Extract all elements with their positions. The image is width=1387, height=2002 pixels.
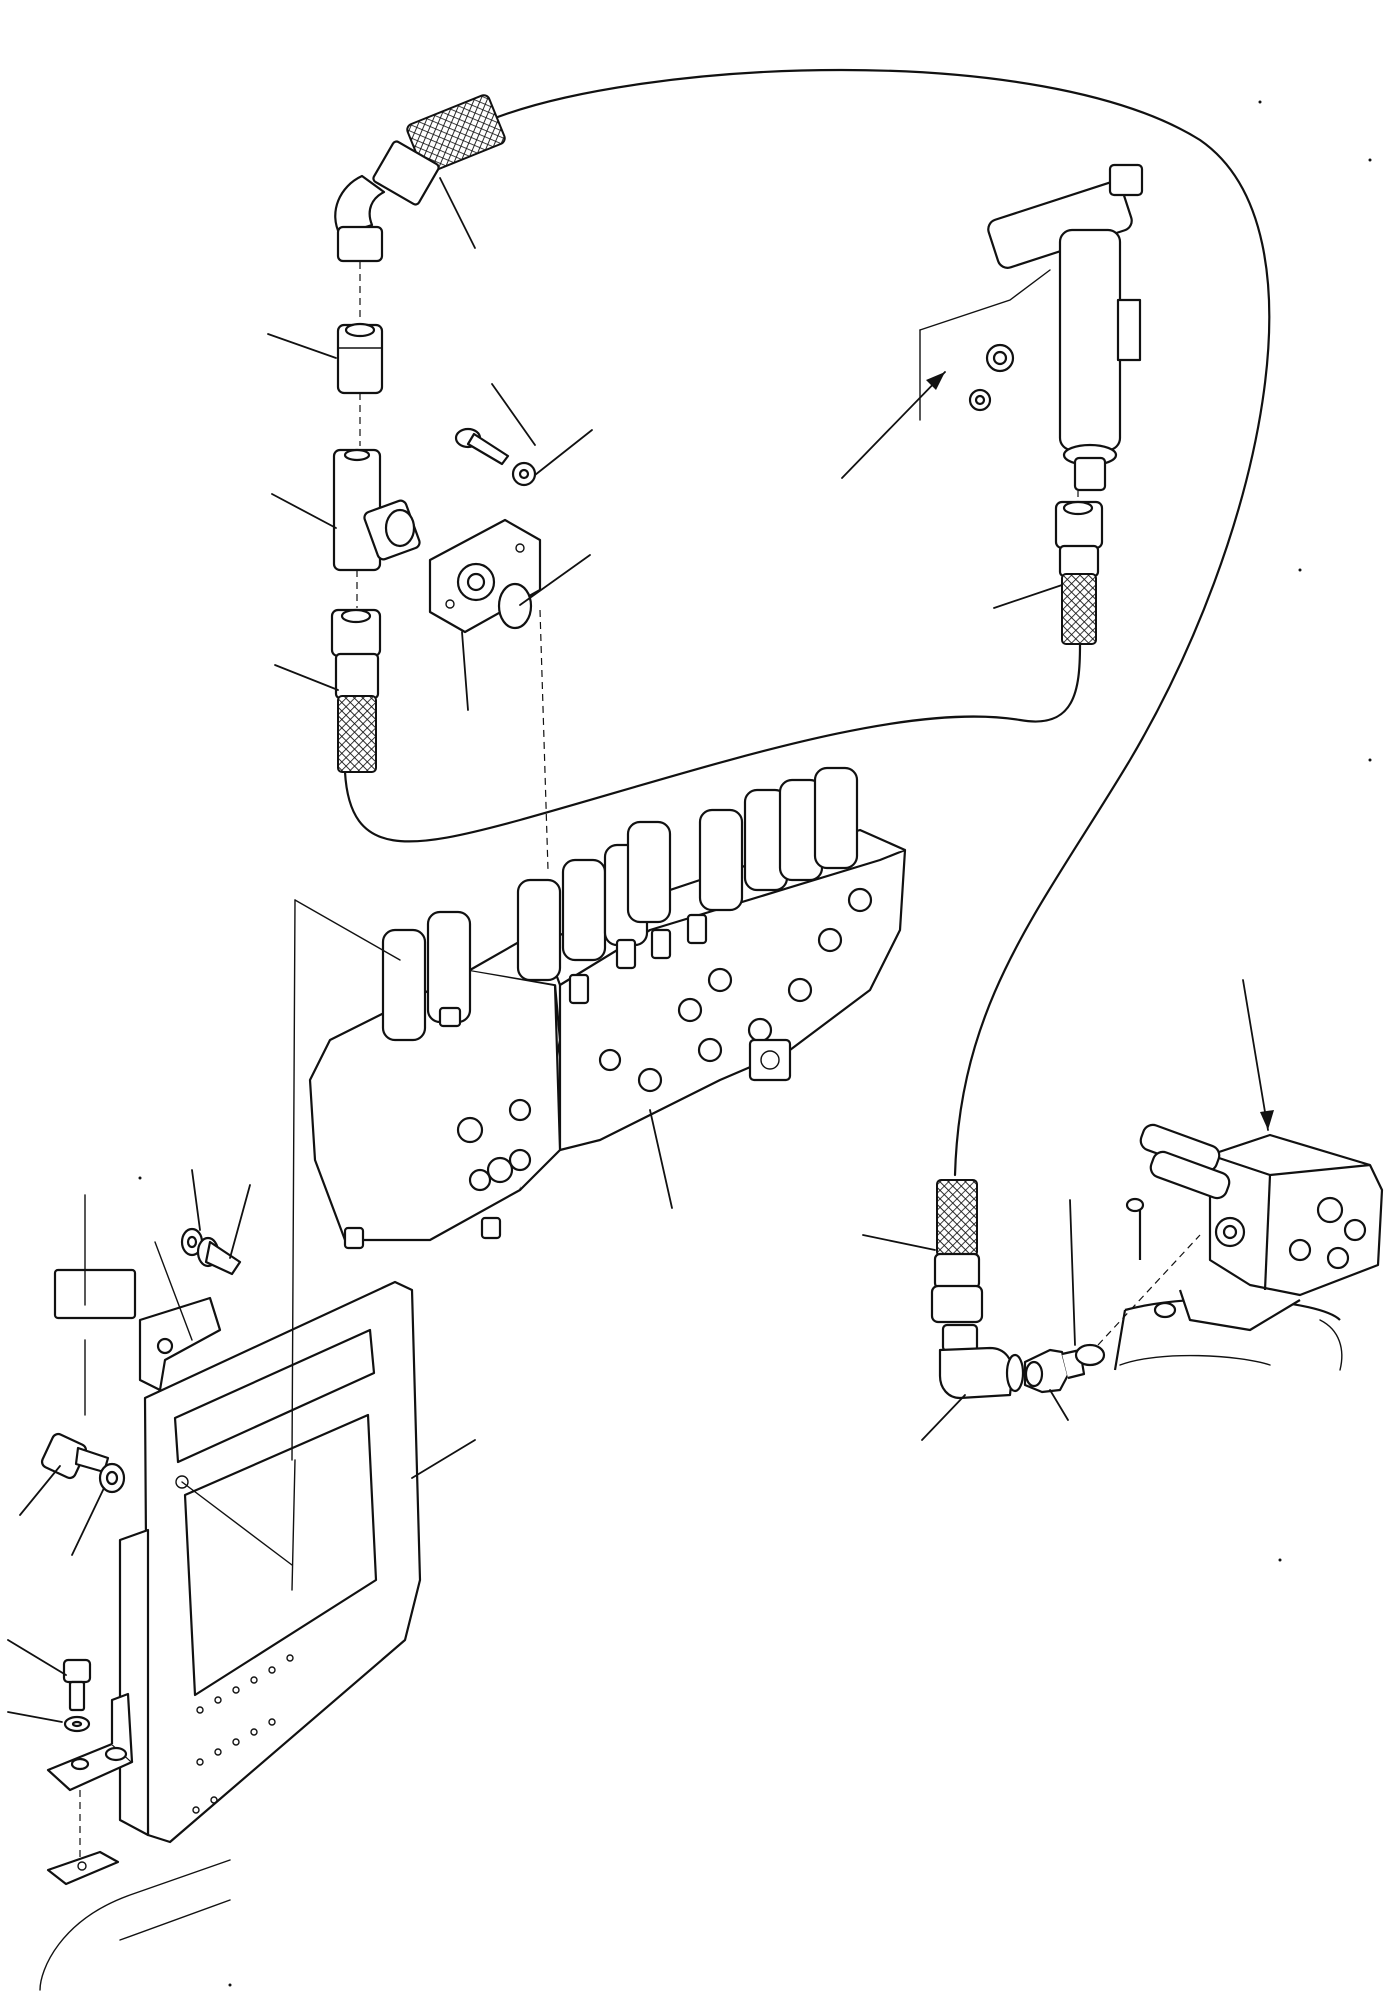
bottom-plate-bracket	[46, 1692, 134, 1792]
washer-small	[511, 461, 537, 487]
bolt-bracket	[196, 1236, 242, 1276]
tee-valve-top-right	[987, 163, 1144, 492]
hose-lower-loop	[343, 643, 1082, 843]
bolt-small	[454, 427, 510, 466]
bolt-bottom	[62, 1658, 92, 1712]
pad	[46, 1850, 120, 1886]
bolt-left	[40, 1432, 110, 1480]
washer-bracket	[180, 1227, 204, 1257]
adapter-fitting-lower-right	[1023, 1348, 1086, 1394]
mounting-plate	[118, 1280, 422, 1844]
washer-left	[98, 1462, 126, 1494]
arrow-head-motor	[1260, 1110, 1274, 1130]
elbow-fitting-lower-right	[938, 1323, 1025, 1400]
hose-end-left	[330, 608, 382, 773]
tee-fitting	[332, 448, 421, 572]
o-ring-flange	[497, 582, 533, 630]
frame-corner-top-right	[919, 269, 1051, 421]
washer-bottom	[63, 1715, 91, 1733]
arrow-head-top-right	[926, 372, 945, 390]
mounting-bracket	[53, 1268, 222, 1392]
arrow-motor	[1242, 979, 1269, 1131]
hose-end-lower-right	[930, 1179, 984, 1324]
hose-end-right	[1054, 500, 1104, 645]
swing-motor-assembly	[1113, 1123, 1384, 1371]
adapter-nut	[336, 322, 384, 395]
hose-long-upper	[488, 68, 1271, 1177]
leader-lines	[7, 177, 1076, 1723]
control-valve-assembly	[308, 766, 907, 1250]
elbow-hose-fitting-top	[334, 94, 506, 263]
arrow-top-right	[841, 371, 946, 479]
o-ring-lower-right	[1074, 1343, 1106, 1367]
